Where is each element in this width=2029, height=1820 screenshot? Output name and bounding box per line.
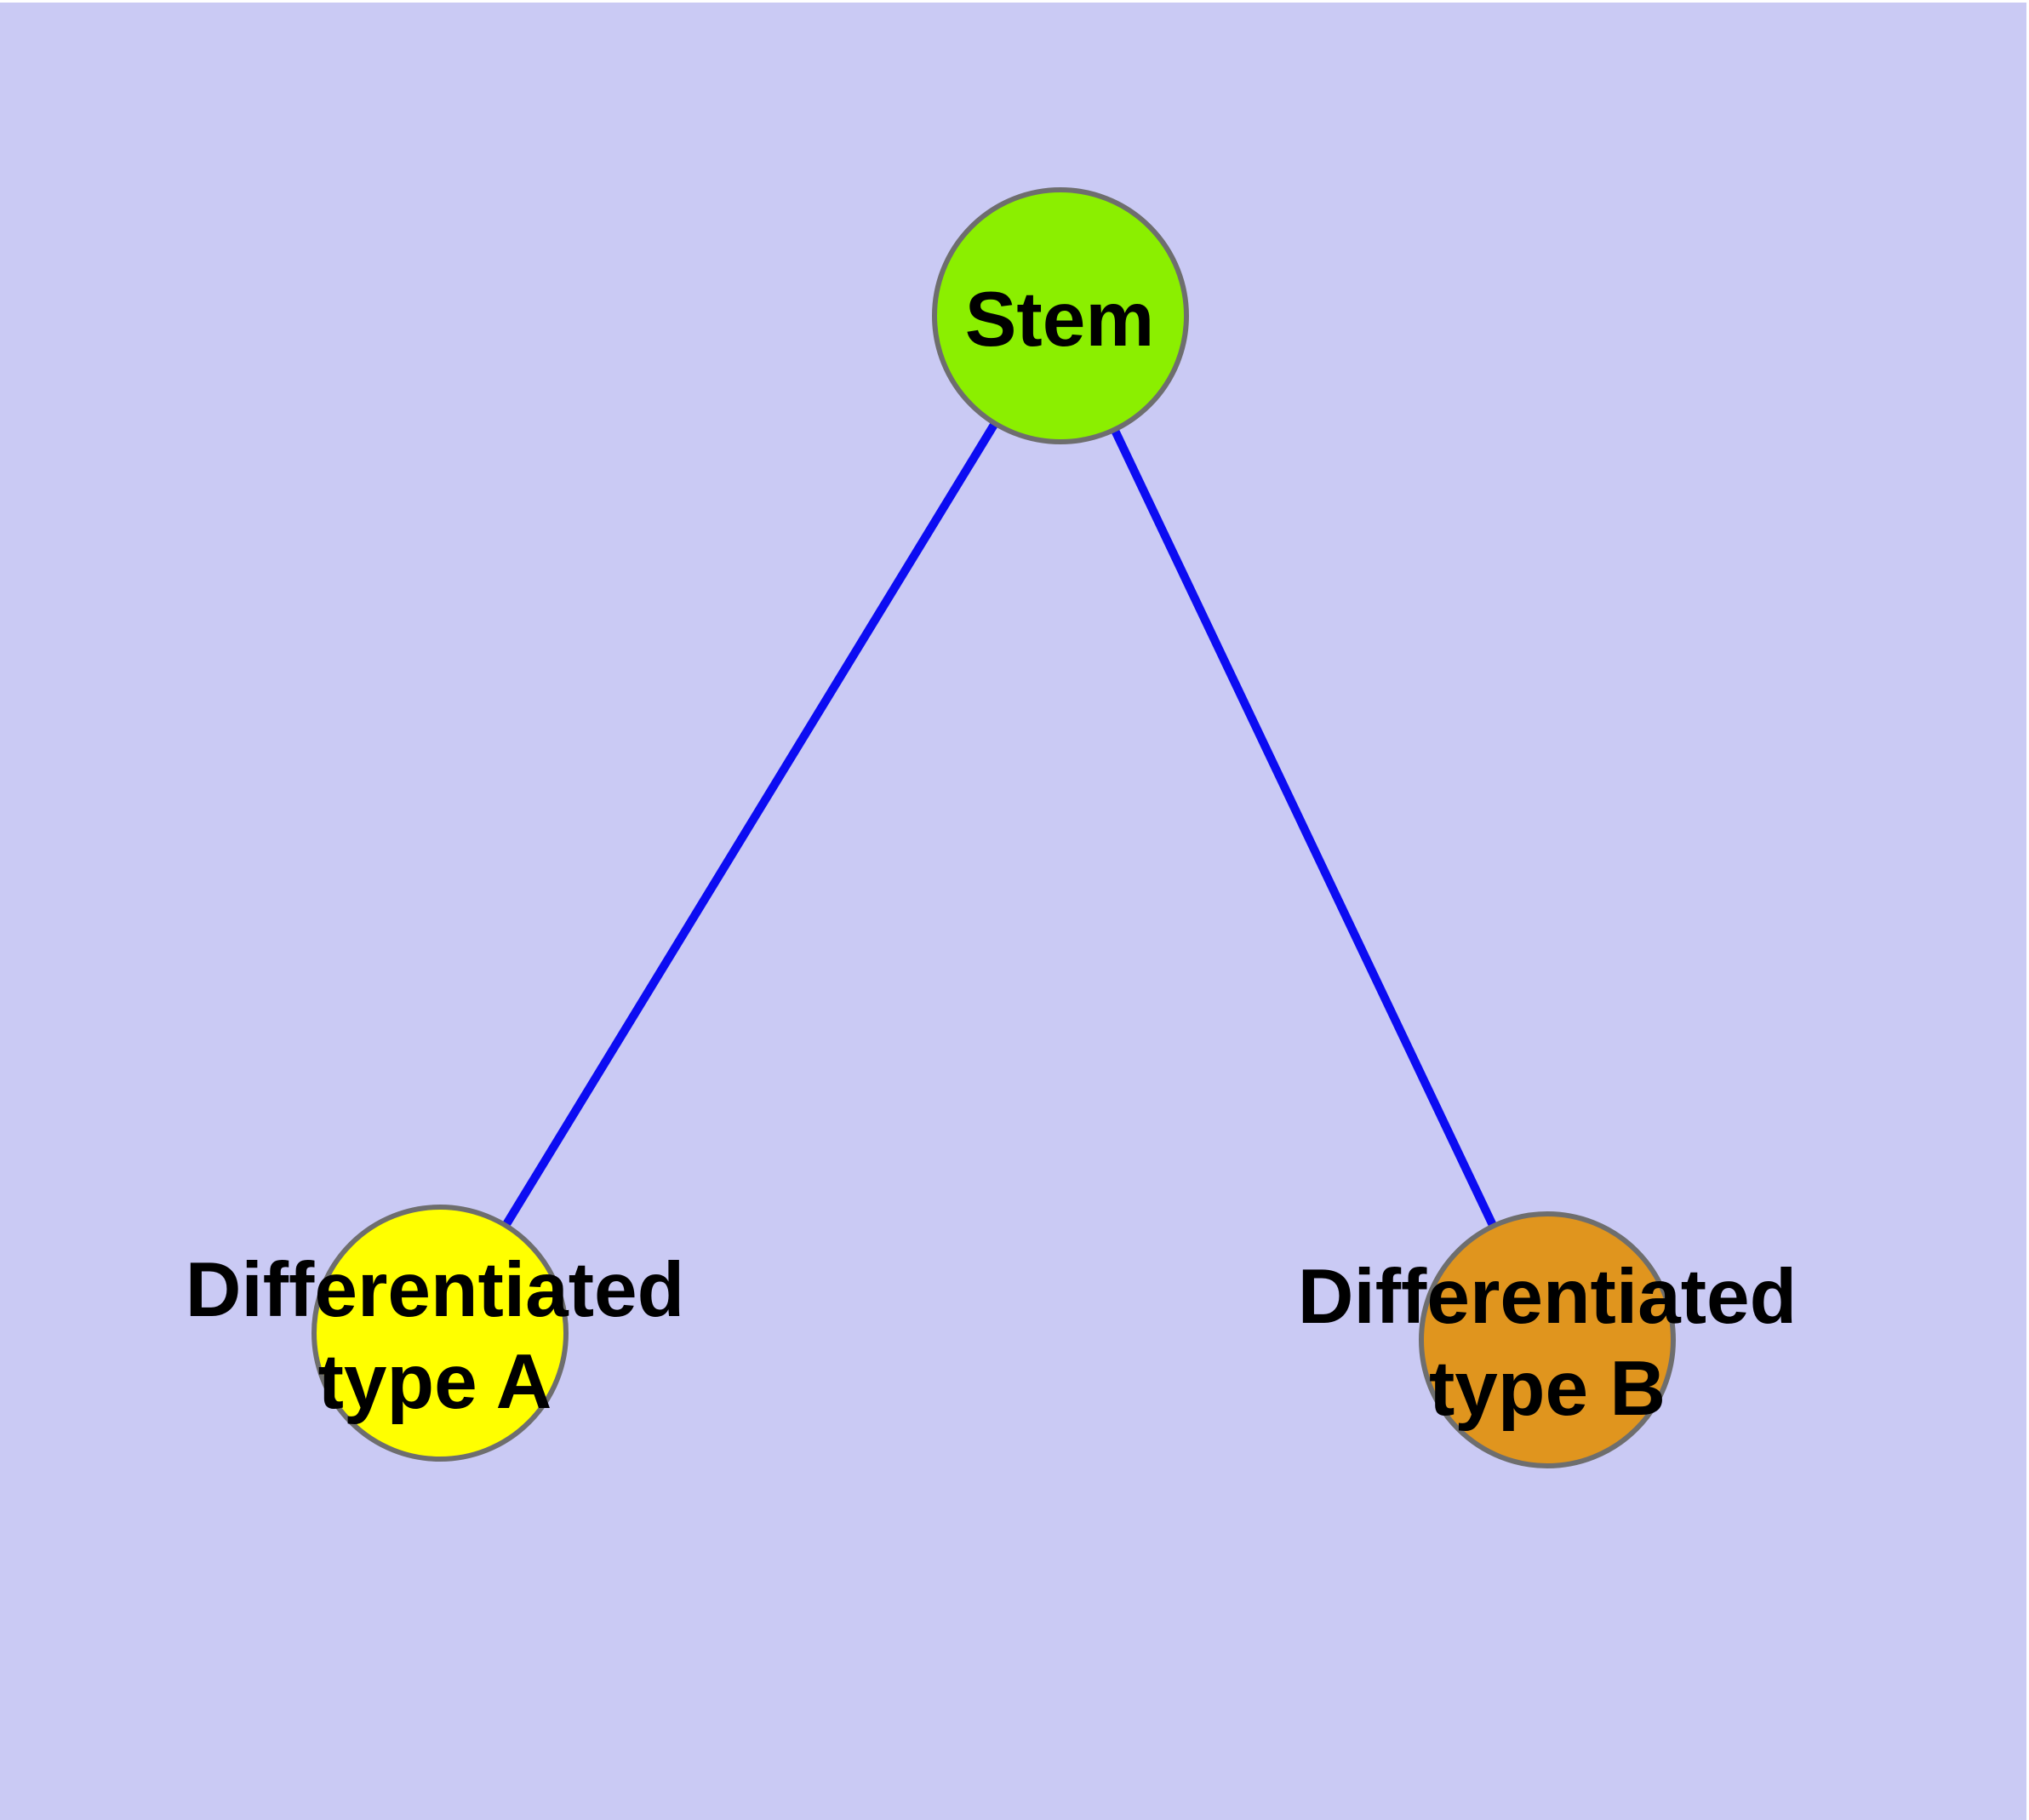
edge-stem-to-type-a bbox=[436, 313, 1065, 1336]
node-stem bbox=[932, 187, 1189, 444]
node-differentiated-type-b bbox=[1419, 1211, 1676, 1468]
node-label-stem: Stem bbox=[964, 277, 1155, 363]
node-differentiated-type-a bbox=[311, 1205, 569, 1462]
node-label-line: type A bbox=[317, 1339, 552, 1425]
node-label-differentiated-type-b: Differentiated type B bbox=[1298, 1251, 1798, 1435]
node-label-line: Differentiated bbox=[1297, 1254, 1798, 1340]
edge-stem-to-type-b bbox=[1056, 313, 1552, 1342]
node-label-line: Differentiated bbox=[185, 1247, 685, 1333]
node-label-line: type B bbox=[1428, 1346, 1666, 1432]
node-label-differentiated-type-a: Differentiated type A bbox=[186, 1245, 685, 1428]
